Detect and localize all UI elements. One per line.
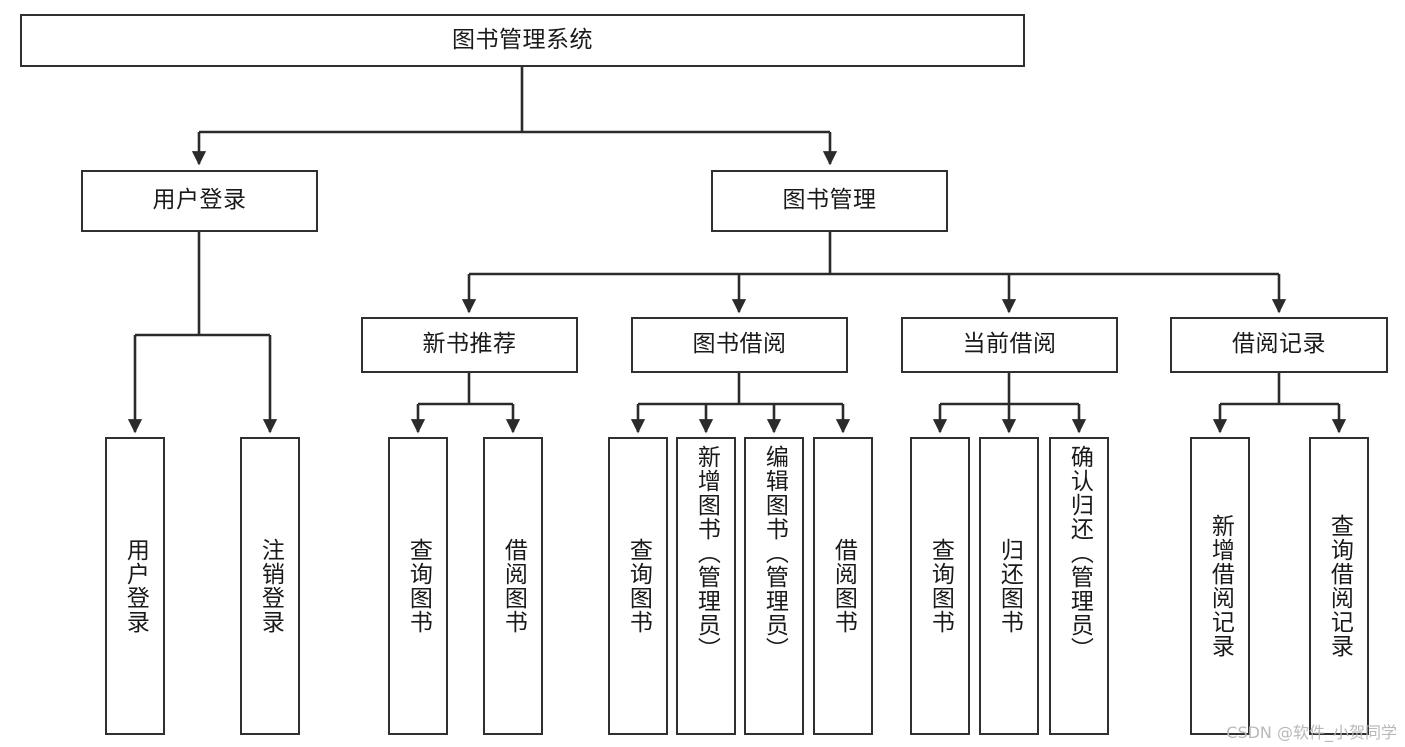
leaf-edit-book[interactable]: 编辑图书（管理员） (744, 437, 804, 735)
leaf-return-book[interactable]: 归还图书 (979, 437, 1039, 735)
node-label: 注销登录 (257, 538, 284, 634)
node-label: 新书推荐 (422, 331, 517, 358)
node-root-system[interactable]: 图书管理系统 (20, 14, 1025, 67)
node-new-book-recommend[interactable]: 新书推荐 (361, 317, 578, 373)
node-label: 用户登录 (152, 187, 247, 214)
node-label: 图书管理系统 (452, 26, 593, 53)
node-current-borrow[interactable]: 当前借阅 (901, 317, 1118, 373)
leaf-confirm-return[interactable]: 确认归还（管理员） (1049, 437, 1109, 735)
node-label: 归还图书 (996, 538, 1023, 634)
node-label: 新增图书（管理员） (693, 445, 720, 661)
node-label: 图书借阅 (692, 331, 787, 358)
leaf-query-borrow-record[interactable]: 查询借阅记录 (1309, 437, 1369, 735)
leaf-query-book-borrow[interactable]: 查询图书 (608, 437, 668, 735)
node-borrow-record[interactable]: 借阅记录 (1170, 317, 1388, 373)
leaf-query-book-current[interactable]: 查询图书 (910, 437, 970, 735)
node-label: 确认归还（管理员） (1066, 445, 1093, 661)
node-label: 借阅记录 (1232, 331, 1326, 358)
leaf-add-book[interactable]: 新增图书（管理员） (676, 437, 736, 735)
node-user-login[interactable]: 用户登录 (81, 170, 318, 232)
leaf-logout-login[interactable]: 注销登录 (240, 437, 300, 735)
node-label: 借阅图书 (500, 538, 527, 634)
node-label: 借阅图书 (830, 538, 857, 634)
node-label: 编辑图书（管理员） (761, 445, 788, 661)
node-label: 用户登录 (122, 538, 149, 634)
leaf-add-borrow-record[interactable]: 新增借阅记录 (1190, 437, 1250, 735)
node-label: 查询图书 (927, 538, 954, 634)
csdn-watermark: CSDN @软件_小贺同学 (1226, 723, 1397, 742)
node-label: 查询图书 (625, 538, 652, 634)
leaf-borrow-book-recommend[interactable]: 借阅图书 (483, 437, 543, 735)
leaf-query-book-recommend[interactable]: 查询图书 (388, 437, 448, 735)
node-label: 当前借阅 (962, 331, 1057, 358)
node-label: 新增借阅记录 (1207, 514, 1234, 658)
node-label: 查询借阅记录 (1326, 514, 1353, 658)
node-book-borrow[interactable]: 图书借阅 (631, 317, 848, 373)
leaf-user-login[interactable]: 用户登录 (105, 437, 165, 735)
node-label: 查询图书 (405, 538, 432, 634)
node-book-management[interactable]: 图书管理 (711, 170, 948, 232)
leaf-borrow-book-borrow[interactable]: 借阅图书 (813, 437, 873, 735)
node-label: 图书管理 (782, 187, 877, 214)
